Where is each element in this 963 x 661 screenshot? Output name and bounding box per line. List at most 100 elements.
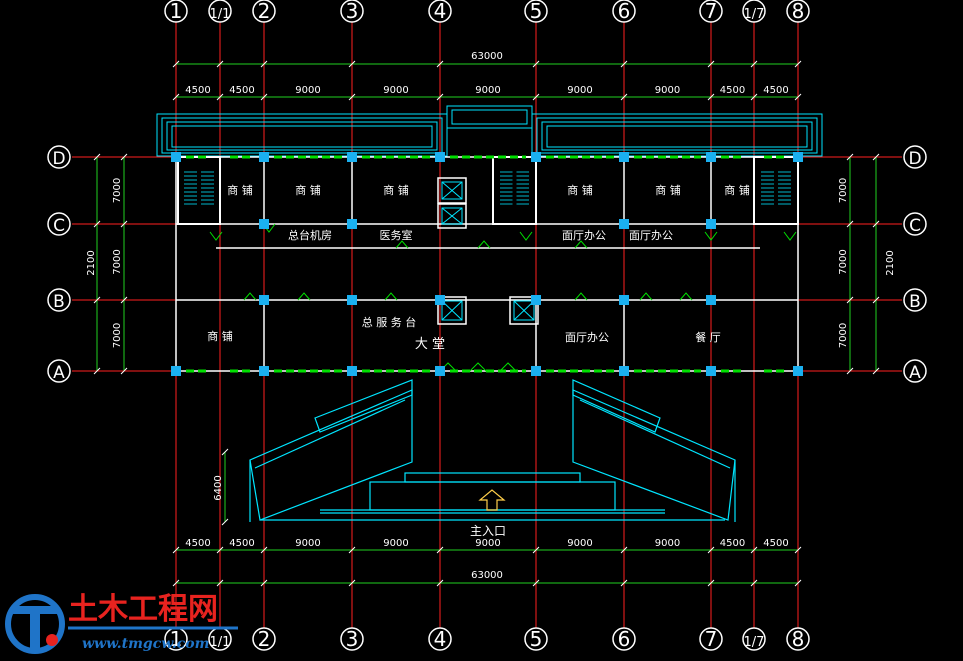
- room-label: 商 铺: [227, 183, 253, 197]
- stair-cores: [177, 156, 799, 225]
- axis-bubble-8: 8: [786, 627, 810, 651]
- axis-bubble-1-7: 1/7: [742, 0, 766, 23]
- svg-text:1/7: 1/7: [744, 635, 765, 650]
- svg-text:1/1: 1/1: [210, 7, 231, 22]
- bay-dimension: 9000: [655, 538, 680, 549]
- watermark-title: 土木工程网: [68, 592, 218, 627]
- bay-dimension: 4500: [229, 538, 254, 549]
- axis-bubble-2: 2: [252, 627, 276, 651]
- svg-text:5: 5: [530, 627, 543, 651]
- room-label: 面厅办公: [562, 229, 606, 242]
- stair-treads: [184, 171, 791, 205]
- axis-bubble-C: C: [47, 212, 71, 236]
- corridor-dimension-left: 2100: [86, 250, 97, 275]
- dimension-lines: [96, 63, 877, 584]
- axis-bubble-5: 5: [524, 627, 548, 651]
- svg-text:7: 7: [705, 627, 718, 651]
- svg-text:1: 1: [170, 0, 183, 23]
- bay-dimension: 9000: [383, 538, 408, 549]
- room-label: 商 铺: [207, 329, 233, 343]
- room-label: 总台机房: [288, 228, 332, 242]
- svg-text:1/7: 1/7: [744, 7, 765, 22]
- axis-bubble-5: 5: [524, 0, 548, 23]
- watermark-url: www.tmgcw.com: [82, 636, 209, 652]
- svg-text:2: 2: [258, 0, 271, 23]
- room-label: 商 铺: [383, 183, 409, 197]
- axis-bubble-1-1: 1/1: [208, 0, 232, 23]
- corridor-dimension-right: 2100: [885, 250, 896, 275]
- main-entrance-label: 主入口: [470, 524, 506, 538]
- axis-bubble-4: 4: [428, 627, 452, 651]
- svg-text:D: D: [52, 149, 65, 169]
- bay-dimension: 4500: [763, 538, 788, 549]
- doors: [209, 223, 797, 372]
- row-dimension: 7000: [838, 249, 849, 274]
- axis-bubble-8: 8: [786, 0, 810, 23]
- columns: [171, 152, 803, 376]
- row-dimension: 7000: [112, 178, 123, 203]
- row-dimensions-right: 7000 7000 7000: [838, 178, 849, 348]
- svg-text:D: D: [908, 149, 921, 169]
- total-dimension-bottom: 63000: [471, 570, 503, 581]
- elevator-cars: [441, 181, 535, 321]
- svg-text:2: 2: [258, 627, 271, 651]
- entrance-depth-dimension: 6400: [213, 475, 224, 500]
- svg-text:5: 5: [530, 0, 543, 23]
- axis-bubble-D: D: [47, 145, 71, 169]
- room-label: 面厅办公: [565, 331, 609, 344]
- axis-bubble-7: 7: [699, 627, 723, 651]
- svg-text:1: 1: [170, 627, 183, 651]
- row-dimension: 7000: [838, 178, 849, 203]
- bay-dimension: 9000: [655, 85, 680, 96]
- svg-text:3: 3: [346, 627, 359, 651]
- axis-bubble-2: 2: [252, 0, 276, 23]
- bay-dimension: 9000: [567, 85, 592, 96]
- axis-bubble-C: C: [903, 212, 927, 236]
- row-dimension: 7000: [112, 323, 123, 348]
- svg-text:8: 8: [792, 0, 805, 23]
- svg-text:A: A: [53, 363, 65, 383]
- bay-dimension: 9000: [295, 538, 320, 549]
- room-label: 面厅办公: [629, 229, 673, 242]
- svg-text:6: 6: [618, 0, 631, 23]
- svg-text:6: 6: [618, 627, 631, 651]
- axis-bubble-B: B: [47, 288, 71, 312]
- axis-bubble-3: 3: [340, 627, 364, 651]
- room-label: 商 铺: [655, 183, 681, 197]
- room-label: 总 服 务 台: [362, 315, 417, 329]
- axis-bubble-B: B: [903, 288, 927, 312]
- bay-dimension: 9000: [475, 85, 500, 96]
- axis-bubble-6: 6: [612, 627, 636, 651]
- svg-text:4: 4: [434, 0, 447, 23]
- axis-bubble-4: 4: [428, 0, 452, 23]
- canopy: [156, 105, 823, 157]
- elevators: [437, 177, 539, 325]
- axis-bubble-1: 1: [164, 627, 188, 651]
- room-label: 商 铺: [567, 183, 593, 197]
- watermark: 土木工程网 www.tmgcw.com: [5, 592, 238, 654]
- svg-text:8: 8: [792, 627, 805, 651]
- axis-bubble-D: D: [903, 145, 927, 169]
- svg-text:C: C: [909, 216, 921, 236]
- axis-bubble-A: A: [47, 359, 71, 383]
- bay-dimension: 9000: [475, 538, 500, 549]
- svg-text:3: 3: [346, 0, 359, 23]
- axis-bubble-3: 3: [340, 0, 364, 23]
- axis-bubble-7: 7: [699, 0, 723, 23]
- svg-text:A: A: [909, 363, 921, 383]
- row-dimensions-left: 7000 7000 7000: [112, 178, 123, 348]
- bay-dimension: 4500: [720, 85, 745, 96]
- svg-text:C: C: [53, 216, 65, 236]
- room-label: 大 堂: [415, 337, 445, 352]
- entrance-canopy: [249, 379, 736, 522]
- row-dimension: 7000: [112, 249, 123, 274]
- watermark-logo-icon: [5, 594, 65, 654]
- dimension-ticks: [93, 60, 880, 587]
- bay-dimension: 9000: [567, 538, 592, 549]
- svg-text:B: B: [53, 292, 65, 312]
- row-dimension: 7000: [838, 323, 849, 348]
- axis-bubble-1: 1: [164, 0, 188, 23]
- axis-bubble-A: A: [903, 359, 927, 383]
